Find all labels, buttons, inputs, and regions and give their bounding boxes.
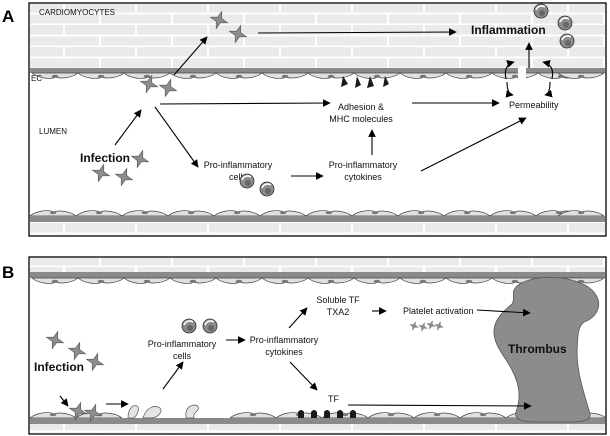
pro-cytokines-label-1-b: Pro-inflammatory	[250, 335, 319, 345]
basement-membrane-bottom	[30, 216, 605, 222]
basement-membrane-top-b	[30, 272, 605, 278]
adhesion-label-2: MHC molecules	[329, 114, 393, 124]
lumen-label: LUMEN	[39, 127, 67, 136]
pro-cells-label-1-a: Pro-inflammatory	[204, 160, 273, 170]
basement-membrane-bottom-b	[30, 418, 605, 424]
pro-cells-label-2-b: cells	[173, 351, 192, 361]
adhesion-label-1: Adhesion &	[338, 102, 384, 112]
thrombus-shape	[493, 276, 600, 423]
pro-cytokines-label-2-a: cytokines	[344, 172, 382, 182]
tissue-bottom-a	[30, 222, 605, 235]
arrows-panel-b	[59, 307, 532, 410]
permeability-label: Permeability	[509, 100, 559, 110]
ec-label: EC	[31, 74, 42, 83]
pro-cells-label-1-b: Pro-inflammatory	[148, 339, 217, 349]
cardiomyocytes-label: CARDIOMYOCYTES	[39, 8, 115, 17]
panel-b: Thrombus B Infection Pro-inflammatory ce…	[2, 256, 607, 435]
panel-a: CARDIOMYOCYTES EC A	[2, 2, 607, 237]
adhesion-molecule-glyphs	[341, 76, 389, 88]
infection-label-b: Infection	[34, 360, 84, 374]
inflammation-label: Inflammation	[471, 23, 546, 37]
infection-label-a: Infection	[80, 151, 130, 165]
tissue-top-b	[30, 258, 605, 272]
tissue-bottom-b	[30, 424, 605, 433]
basement-membrane-top	[30, 68, 605, 73]
thrombus-label: Thrombus	[508, 342, 567, 356]
pro-cells-label-2-a: cells	[229, 172, 248, 182]
panel-a-letter: A	[2, 7, 14, 26]
platelet-activation-label: Platelet activation	[403, 306, 474, 316]
panel-b-letter: B	[2, 263, 14, 282]
pro-cytokines-label-2-b: cytokines	[265, 347, 303, 357]
soluble-tf-label-1: Soluble TF	[316, 295, 360, 305]
tf-label: TF	[328, 394, 339, 404]
pro-cytokines-label-1-a: Pro-inflammatory	[329, 160, 398, 170]
cardiomyocyte-layer	[30, 4, 605, 68]
damaged-endothelial-cells	[127, 404, 199, 419]
permeability-gap	[518, 66, 526, 80]
soluble-tf-label-2: TXA2	[327, 307, 350, 317]
arrows-panel-a	[114, 28, 554, 180]
